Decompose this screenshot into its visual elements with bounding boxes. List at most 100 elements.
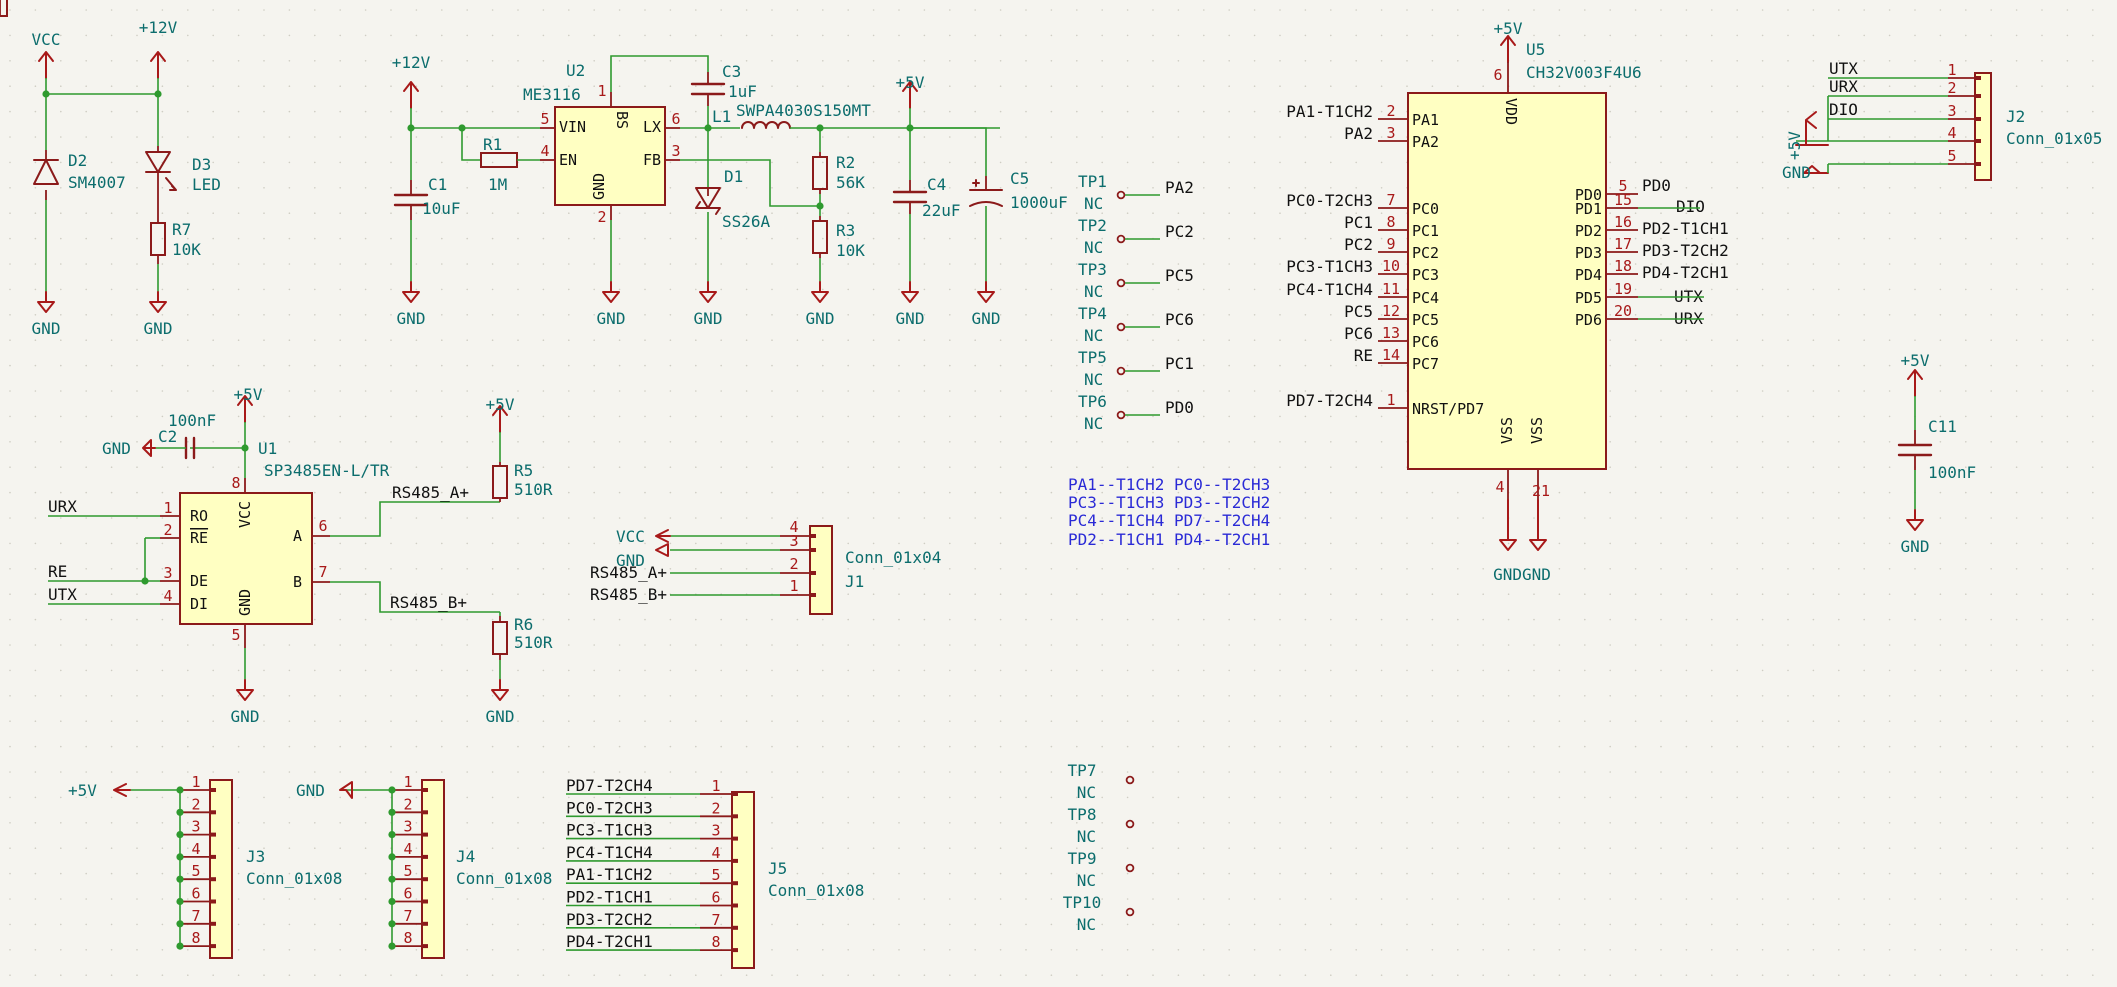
connector-pin — [1975, 139, 1981, 143]
connector-pin — [210, 899, 216, 904]
pin-name: PC6 — [1412, 333, 1439, 351]
pin-number: 2 — [789, 555, 798, 573]
capacitor-C4 — [892, 190, 928, 204]
capacitor-C1 — [393, 193, 429, 207]
test-point-icon — [1116, 190, 1126, 200]
net-label: PD3-T2CH2 — [566, 910, 653, 929]
net-label: PC5 — [1344, 302, 1373, 321]
pin-number: 1 — [789, 577, 798, 595]
label-text: 100nF — [1928, 463, 1976, 482]
label-text: 2 — [403, 795, 412, 813]
label-text: SWPA4030S150MT — [736, 101, 871, 120]
pin-number: 19 — [1614, 280, 1632, 298]
test-point-icon — [1116, 278, 1126, 288]
pin-name: PD0 — [1575, 186, 1602, 204]
power-arrow-icon — [1500, 35, 1516, 63]
label-text: PD0 — [1165, 398, 1194, 417]
net-label: PC2 — [1344, 235, 1373, 254]
label-text: NC — [1084, 370, 1103, 389]
connector-J4-body — [421, 779, 445, 959]
label-text: 510R — [514, 633, 553, 652]
pin-number: 5 — [1618, 177, 1627, 195]
connector-J2-body — [1974, 72, 1992, 181]
label-text: 100nF — [168, 411, 216, 430]
label-text: TP1 — [1078, 172, 1107, 191]
net-label: PA2 — [1344, 124, 1373, 143]
grid-layer — [9, 9, 2094, 976]
pin-number: 4 — [540, 142, 549, 160]
label-text: R6 — [514, 615, 533, 634]
label-text: C5 — [1010, 169, 1029, 188]
label-text: U5 — [1526, 40, 1545, 59]
label-text: 2 — [711, 799, 720, 817]
connector-pin — [1975, 94, 1981, 98]
label-text: PD2--T1CH1 PD4--T2CH1 — [1068, 530, 1270, 549]
power-label: VCC — [32, 30, 61, 49]
connector-pin — [1975, 162, 1981, 166]
label-text: PA2 — [1165, 178, 1194, 197]
label-text: L1 — [712, 107, 731, 126]
ground-icon — [1906, 509, 1924, 531]
label-text: CH32V003F4U6 — [1526, 63, 1642, 82]
label-text: 56K — [836, 173, 865, 192]
power-arrow-icon — [1795, 111, 1829, 146]
label-text: R3 — [836, 221, 855, 240]
net-label: PC3-T1CH3 — [566, 821, 653, 840]
label-text: NC — [1077, 827, 1096, 846]
label-text: PD4-T2CH1 — [1642, 263, 1729, 282]
pin-name: PC5 — [1412, 311, 1439, 329]
pin-name: PD6 — [1575, 311, 1602, 329]
label-text: 8 — [191, 929, 200, 947]
pin-number: 14 — [1382, 346, 1400, 364]
pin-number: 12 — [1382, 302, 1400, 320]
ground-icon — [602, 281, 620, 303]
connector-J3-body — [209, 779, 233, 959]
ground-icon — [142, 439, 156, 457]
power-label: +12V — [139, 18, 178, 37]
pin-number: 3 — [163, 564, 172, 582]
label-text: 7 — [403, 907, 412, 925]
label-text: UTX — [1829, 59, 1858, 78]
ground-label: GND — [896, 309, 925, 328]
label-text: J5 — [768, 859, 787, 878]
resistor-R2 — [812, 156, 828, 190]
connector-J5-body — [731, 791, 755, 969]
connector-pin — [1975, 76, 1981, 80]
inductor-L1 — [741, 121, 791, 129]
diode-icon — [33, 159, 59, 185]
label-text: GND — [616, 551, 645, 570]
label-text: 7 — [191, 907, 200, 925]
connector-pin — [732, 858, 738, 863]
label-text: RE — [190, 529, 208, 547]
label-text: 4 — [191, 840, 200, 858]
label-text: RS485_A+ — [392, 483, 469, 502]
pin-number: 5 — [231, 626, 240, 644]
pin-number: 9 — [1386, 235, 1395, 253]
label-text: NC — [1077, 783, 1096, 802]
pin-number: 8 — [231, 474, 240, 492]
pin-name: PD4 — [1575, 266, 1602, 284]
power-arrow-icon — [1907, 369, 1923, 397]
label-text: NC — [1084, 282, 1103, 301]
label-text: PC2 — [1165, 222, 1194, 241]
label-text: R5 — [514, 461, 533, 480]
pin-number: 20 — [1614, 302, 1632, 320]
label-text: GNDGND — [1493, 565, 1551, 584]
connector-pin — [422, 899, 428, 904]
ground-label: GND — [486, 707, 515, 726]
resistor-R5 — [492, 465, 508, 499]
connector-pin — [422, 921, 428, 926]
connector-pin — [210, 877, 216, 882]
label-text: U1 — [258, 439, 277, 458]
connector-pin — [210, 854, 216, 859]
label-text: TP6 — [1078, 392, 1107, 411]
connector-pin — [732, 881, 738, 886]
junction-dot — [176, 942, 184, 950]
label-text: 6 — [403, 885, 412, 903]
pin-number: 2 — [163, 521, 172, 539]
connector-pin — [422, 788, 428, 792]
label-text: NC — [1084, 414, 1103, 433]
pin-number: 3 — [789, 532, 798, 550]
ground-label: GND — [597, 309, 626, 328]
label-text: 10uF — [422, 199, 461, 218]
